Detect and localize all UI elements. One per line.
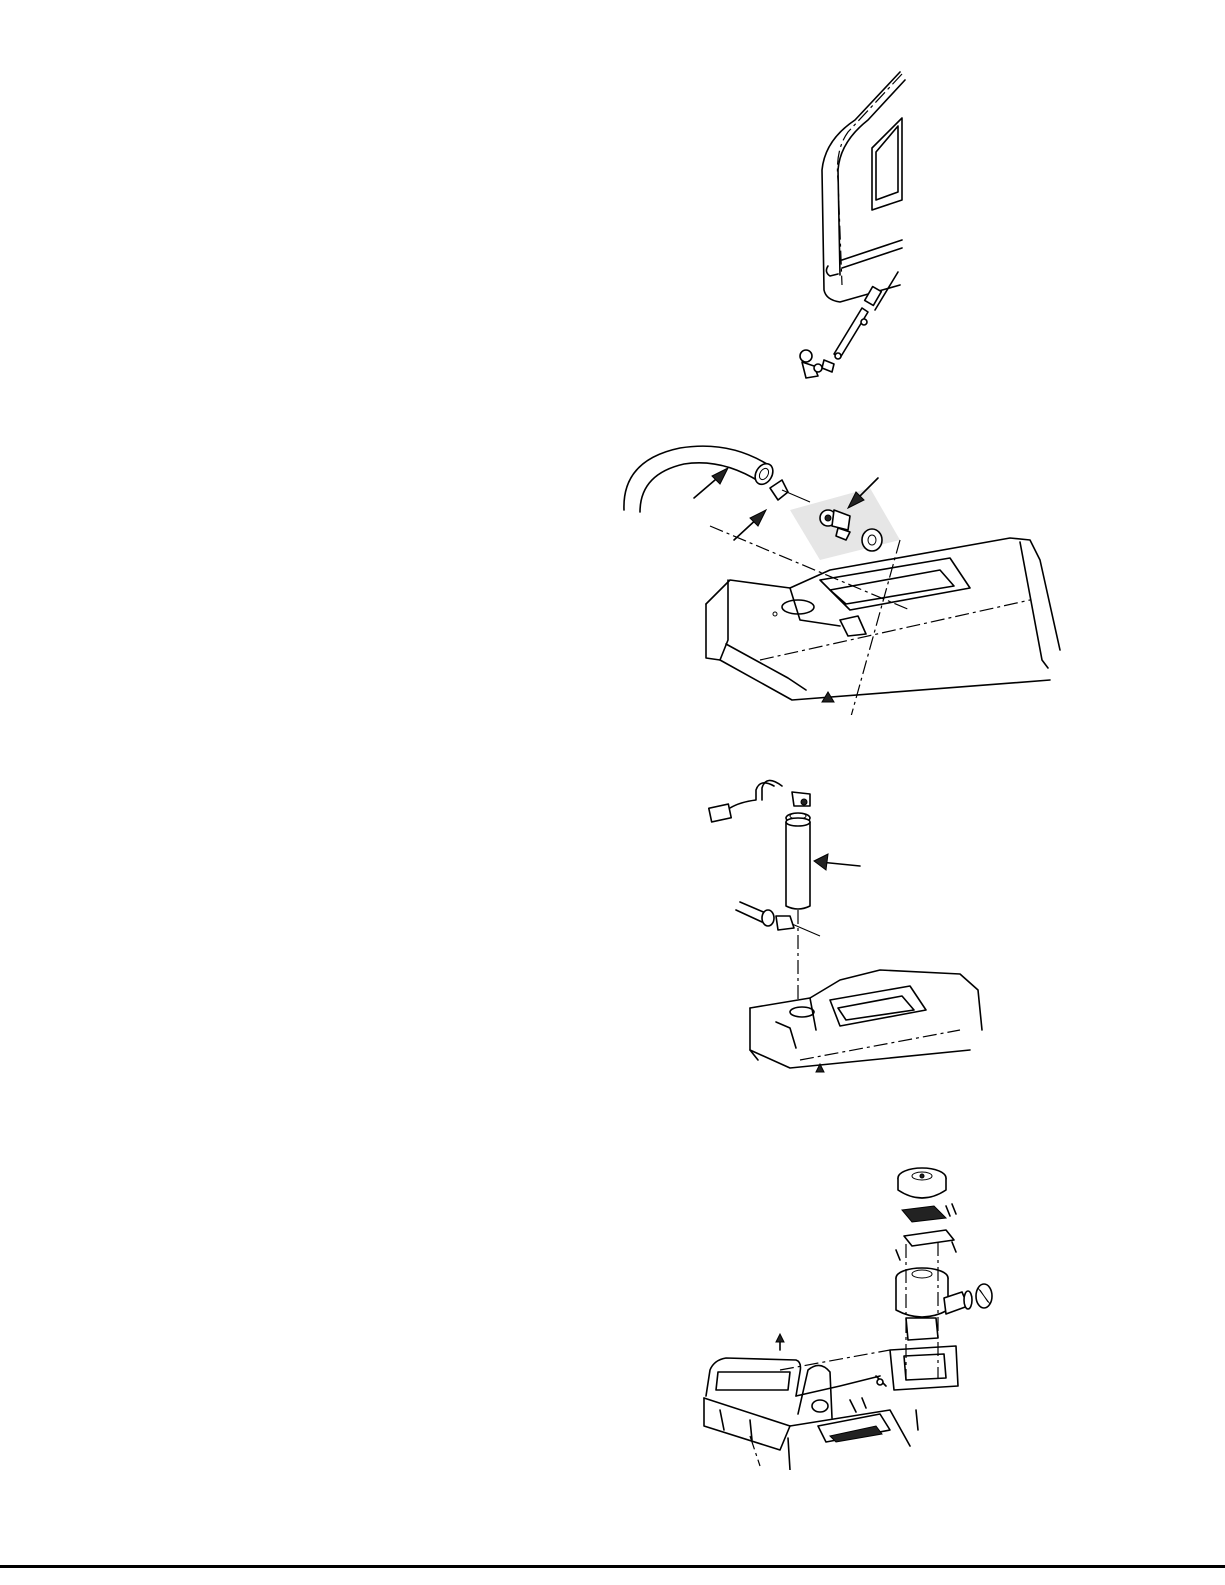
figure-pump-motor-assembly <box>690 1150 1025 1470</box>
figure-cab-door <box>780 60 940 390</box>
pump-motor-assembly-drawing-icon <box>690 1150 1025 1470</box>
tank-filter-sensor-drawing-icon <box>690 760 1010 1095</box>
figure-tank-hose-fitting <box>610 430 1090 715</box>
figure-tank-filter-sensor <box>690 760 1010 1095</box>
cab-door-wiper-linkage-drawing-icon <box>780 60 940 390</box>
tank-hose-fitting-drawing-icon <box>610 430 1090 715</box>
footer-rule <box>0 1565 1225 1568</box>
